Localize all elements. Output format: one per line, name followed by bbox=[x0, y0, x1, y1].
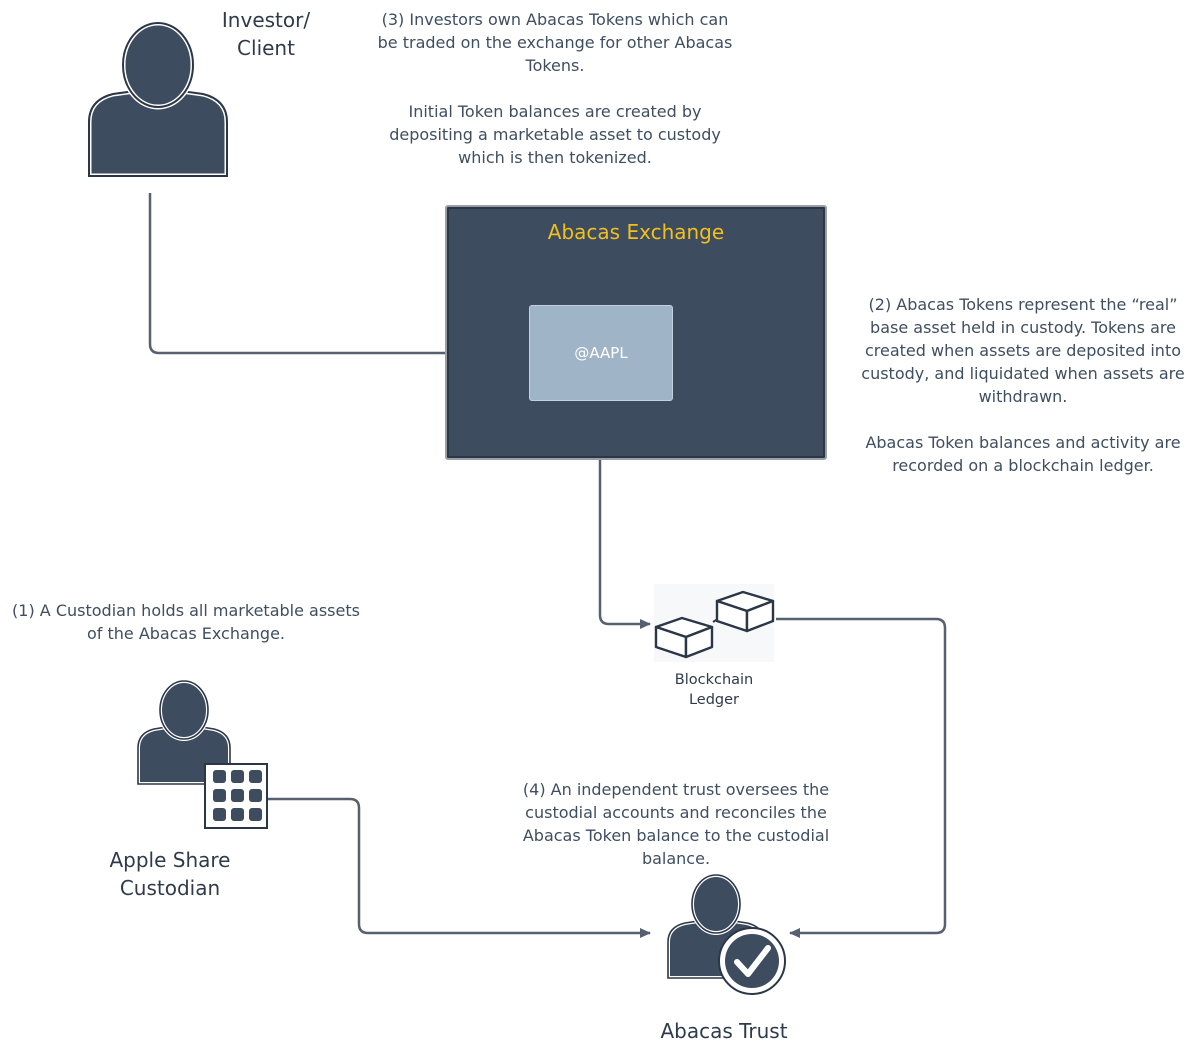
note-3: (3) Investors own Abacas Tokens which ca… bbox=[377, 10, 733, 167]
token-label: @AAPL bbox=[574, 344, 628, 362]
note-2: (2) Abacas Tokens represent the “real” b… bbox=[861, 295, 1185, 475]
note-1: (1) A Custodian holds all marketable ass… bbox=[12, 601, 360, 643]
note-4: (4) An independent trust oversees the cu… bbox=[522, 780, 830, 868]
token-box: @AAPL bbox=[529, 305, 673, 401]
person-icon bbox=[86, 20, 230, 179]
person-with-checkmark-icon bbox=[666, 873, 786, 995]
connector-ledger-to-trust bbox=[776, 617, 947, 938]
blockchain-blocks-icon bbox=[654, 584, 775, 662]
exchange-title: Abacas Exchange bbox=[547, 220, 725, 244]
connector-custodian-to-trust bbox=[268, 797, 651, 938]
custodian-label: Apple Share Custodian bbox=[109, 848, 231, 900]
connector-investor-to-token bbox=[148, 193, 527, 358]
investor-label: Investor/ Client bbox=[221, 8, 311, 60]
trust-label: Abacas Trust bbox=[660, 1019, 788, 1043]
exchange-box: Abacas Exchange @AAPL bbox=[445, 205, 827, 460]
person-with-grid-icon bbox=[136, 679, 268, 829]
ledger-label: Blockchain Ledger bbox=[674, 672, 754, 708]
connector-token-to-ledger bbox=[598, 402, 651, 629]
